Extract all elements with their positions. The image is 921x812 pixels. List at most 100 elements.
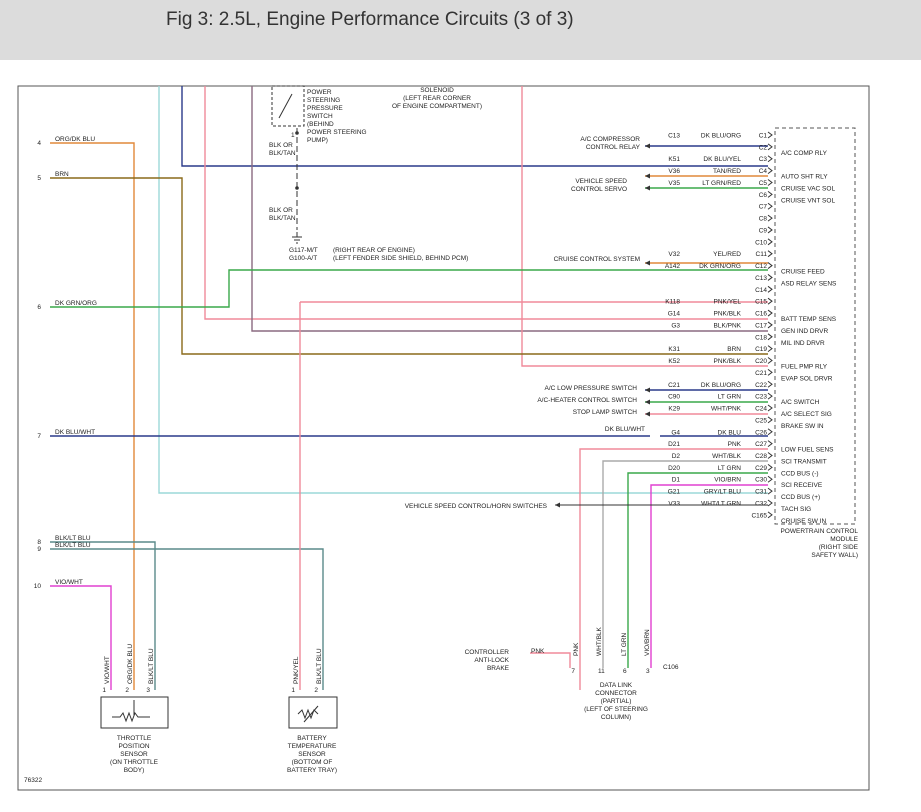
wire-color-label: WHT/LT GRN — [701, 500, 741, 507]
bts-wire-label: PNK/YEL — [293, 656, 300, 684]
left-wire-number: 8 — [37, 539, 41, 546]
bts-wire-label: BLK/LT BLU — [316, 648, 323, 684]
pcm-pin-connector — [767, 404, 773, 412]
pcm-pin-label: C31 — [755, 489, 767, 496]
tps-name-label: THROTTLE — [117, 735, 152, 742]
pcm-name-label: SAFETY WALL) — [811, 552, 858, 559]
circuit-label: D21 — [668, 441, 680, 448]
tps-sensor-box — [100, 696, 169, 729]
pcm-signal-label: A/C SELECT SIG — [781, 411, 832, 418]
wire-color-label: DK GRN/ORG — [699, 263, 741, 270]
pcm-signal-label: CRUISE FEED — [781, 269, 825, 276]
abs-wire-label: PNK — [531, 648, 545, 655]
bts-name-label: BATTERY — [297, 735, 327, 742]
pcm-pin-label: C17 — [755, 322, 767, 329]
pcm-signal-label: BRAKE SW IN — [781, 423, 824, 430]
pcm-signal-label: FUEL PMP RLY — [781, 364, 828, 371]
vss-servo-label: VEHICLE SPEED — [575, 178, 627, 185]
bts-name-label: SENSOR — [298, 751, 326, 758]
pcm-pin-label: C20 — [755, 358, 767, 365]
wire-g3 — [251, 86, 768, 332]
circuit-label: G3 — [671, 322, 680, 329]
circuit-label: D1 — [672, 477, 681, 484]
dlc-wire-label: WHT/BLK — [596, 626, 603, 656]
tps-name-label: BODY) — [124, 767, 145, 774]
wire-color-label: BLK/PNK — [714, 322, 742, 329]
dlc-name-label: (LEFT OF STEERING — [584, 706, 648, 713]
pcm-pin-label: C7 — [759, 204, 768, 211]
ground-icon — [292, 232, 302, 244]
arrow-icon — [645, 185, 650, 191]
left-wire-label: ORG/DK BLU — [55, 136, 95, 143]
pcm-signal-label: LOW FUEL SENS — [781, 447, 834, 454]
pcm-pin-label: C15 — [755, 299, 767, 306]
pcm-pin-label: C4 — [759, 168, 768, 175]
pcm-pin-label: C19 — [755, 346, 767, 353]
pcm-pin-connector — [767, 333, 773, 341]
pcm-signal-label: EVAP SOL DRVR — [781, 375, 833, 382]
arrow-icon — [645, 399, 650, 405]
pcm-pin-label: C6 — [759, 192, 768, 199]
pcm-pin-label: C25 — [755, 417, 767, 424]
pcm-name-label: (RIGHT SIDE — [819, 544, 859, 551]
tps-name-label: SENSOR — [120, 751, 148, 758]
wire-color-label: GRY/LT BLU — [704, 489, 742, 496]
pcm-pin-connector — [767, 131, 773, 139]
bts-sensor-box — [288, 696, 338, 729]
pcm-pin-label: C29 — [755, 465, 767, 472]
pcm-pin-connector — [767, 297, 773, 305]
pcm-pin-label: C27 — [755, 441, 767, 448]
abs-name-label: CONTROLLER — [465, 649, 510, 656]
pcm-pin-label: C9 — [759, 227, 768, 234]
wire-color-label: TAN/RED — [713, 168, 741, 175]
ps-switch-label: POWER STEERING — [307, 129, 367, 136]
solenoid-label: OF ENGINE COMPARTMENT) — [392, 103, 482, 110]
wire-color-label: PNK — [728, 441, 742, 448]
pcm-pin-connector — [767, 285, 773, 293]
ps-wire-label: BLK/TAN — [269, 150, 296, 157]
pcm-pin-label: C13 — [755, 275, 767, 282]
left-wire-number: 7 — [37, 433, 41, 440]
pcm-pin-connector — [767, 214, 773, 222]
pcm-pin-label: C165 — [751, 512, 767, 519]
dkblu-wht-label: DK BLU/WHT — [605, 426, 645, 433]
abs-name-label: ANTI-LOCK — [474, 657, 509, 664]
pcm-signal-label: TACH SIG — [781, 506, 811, 513]
ac-comp-relay-label: CONTROL RELAY — [586, 144, 641, 151]
pcm-pin-connector — [767, 380, 773, 388]
wire-v33 — [158, 86, 768, 494]
tps-pin-label: 2 — [125, 687, 129, 694]
dlc-pin-label: 11 — [598, 668, 605, 675]
circuit-label: C21 — [668, 382, 680, 389]
arrow-icon — [555, 502, 560, 508]
circuit-label: G14 — [668, 311, 681, 318]
pcm-pin-label: C18 — [755, 334, 767, 341]
circuit-label: D20 — [668, 465, 680, 472]
circuit-label: K29 — [668, 406, 680, 413]
pcm-pin-connector — [767, 463, 773, 471]
solenoid-label: (LEFT REAR CORNER — [403, 95, 471, 102]
dlc-wire-label: VIO/BRN — [644, 629, 651, 656]
left-wire-label: BLK/LT BLU — [55, 542, 91, 549]
pcm-pin-label: C11 — [756, 251, 768, 258]
wire-color-label: LT GRN/RED — [702, 180, 741, 187]
page-title: Fig 3: 2.5L, Engine Performance Circuits… — [166, 9, 574, 30]
circuit-label: K52 — [668, 358, 680, 365]
pcm-pin-label: C8 — [759, 216, 768, 223]
pcm-pin-connector — [767, 487, 773, 495]
arrow-icon — [645, 143, 650, 149]
ground-label: G117-M/T — [289, 247, 318, 254]
circuit-label: D2 — [672, 453, 681, 460]
left-wire-label: DK GRN/ORG — [55, 300, 97, 307]
ground-label: G100-A/T — [289, 255, 317, 262]
wire-k52 — [521, 86, 768, 367]
wire-vio-wht — [50, 585, 112, 690]
ps-wire-label: BLK OR — [269, 207, 293, 214]
wire-color-label: VIO/BRN — [714, 477, 741, 484]
dlc-name-label: (PARTIAL) — [601, 698, 632, 705]
ac-heater-label: A/C-HEATER CONTROL SWITCH — [537, 397, 637, 404]
wire-color-label: YEL/RED — [713, 251, 741, 258]
pcm-pin-label: C1 — [759, 133, 768, 140]
wire-dkgrn-org — [50, 269, 768, 308]
